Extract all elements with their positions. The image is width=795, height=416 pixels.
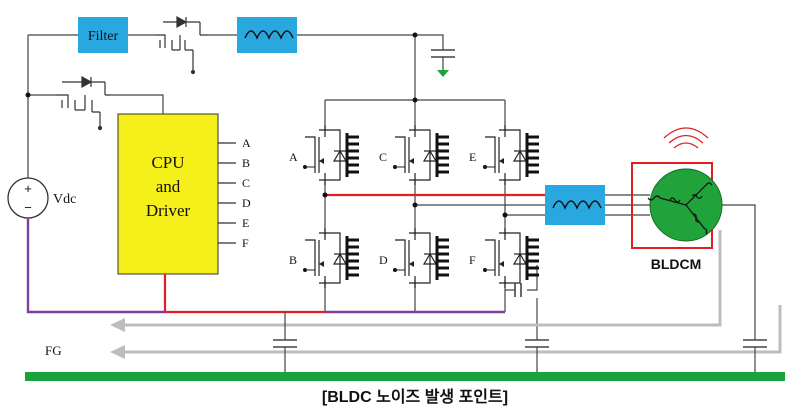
bridge-switches: A C E B D F: [289, 125, 539, 288]
y-capacitors: [273, 312, 767, 372]
motor-label: BLDCM: [651, 256, 702, 272]
vdc-minus-sign: −: [24, 200, 32, 215]
dc-bus-wiring: [27, 34, 505, 178]
mosfet-switch: D: [379, 228, 449, 288]
mosfet-switch: E: [469, 125, 539, 185]
mosfet-switch: F: [469, 228, 539, 288]
bldc-motor: BLDCM: [631, 127, 723, 272]
filter-label: Filter: [88, 29, 119, 44]
junction-dots: [25, 32, 508, 218]
frame-ground-lines: FG: [45, 230, 782, 359]
filter-block: Filter: [78, 17, 128, 53]
bus-capacitor: [431, 49, 455, 77]
vdc-source: + − Vdc: [7, 177, 76, 219]
switch-label: B: [289, 253, 297, 267]
switch-label: C: [379, 150, 387, 164]
mosfet-switch: A: [289, 125, 359, 185]
cpu-driver-block: CPU and Driver: [117, 113, 219, 275]
return-wire: [26, 218, 505, 314]
output-inductor: [545, 185, 605, 225]
vdc-label: Vdc: [53, 192, 76, 207]
cpu-pin-label: E: [242, 216, 249, 230]
snubber-capacitor: [514, 283, 522, 297]
input-switch: [155, 15, 208, 75]
diagram-caption: [BLDC 노이즈 발생 포인트]: [322, 388, 508, 406]
cpu-pin-label: C: [242, 176, 250, 190]
mosfet-switch: C: [379, 125, 449, 185]
ground-bar: [25, 372, 785, 381]
cpu-label-line3: Driver: [146, 201, 191, 220]
cpu-supply-switch: [55, 75, 110, 131]
switch-label: A: [289, 150, 298, 164]
ground-icon: [437, 70, 449, 77]
input-inductor: [237, 17, 297, 53]
fg-label: FG: [45, 343, 62, 358]
mosfet-switch: B: [289, 228, 359, 288]
cpu-pin-label: F: [242, 236, 249, 250]
cpu-label-line1: CPU: [151, 153, 184, 172]
switch-label: D: [379, 253, 388, 267]
noise-wave-icon: [663, 127, 709, 149]
cpu-label-line2: and: [156, 177, 181, 196]
cpu-pin-label: A: [242, 136, 251, 150]
switch-label: F: [469, 253, 476, 267]
switch-label: E: [469, 150, 476, 164]
vdc-plus-sign: +: [24, 181, 32, 196]
cpu-pin-label: D: [242, 196, 251, 210]
cpu-pin-label: B: [242, 156, 250, 170]
